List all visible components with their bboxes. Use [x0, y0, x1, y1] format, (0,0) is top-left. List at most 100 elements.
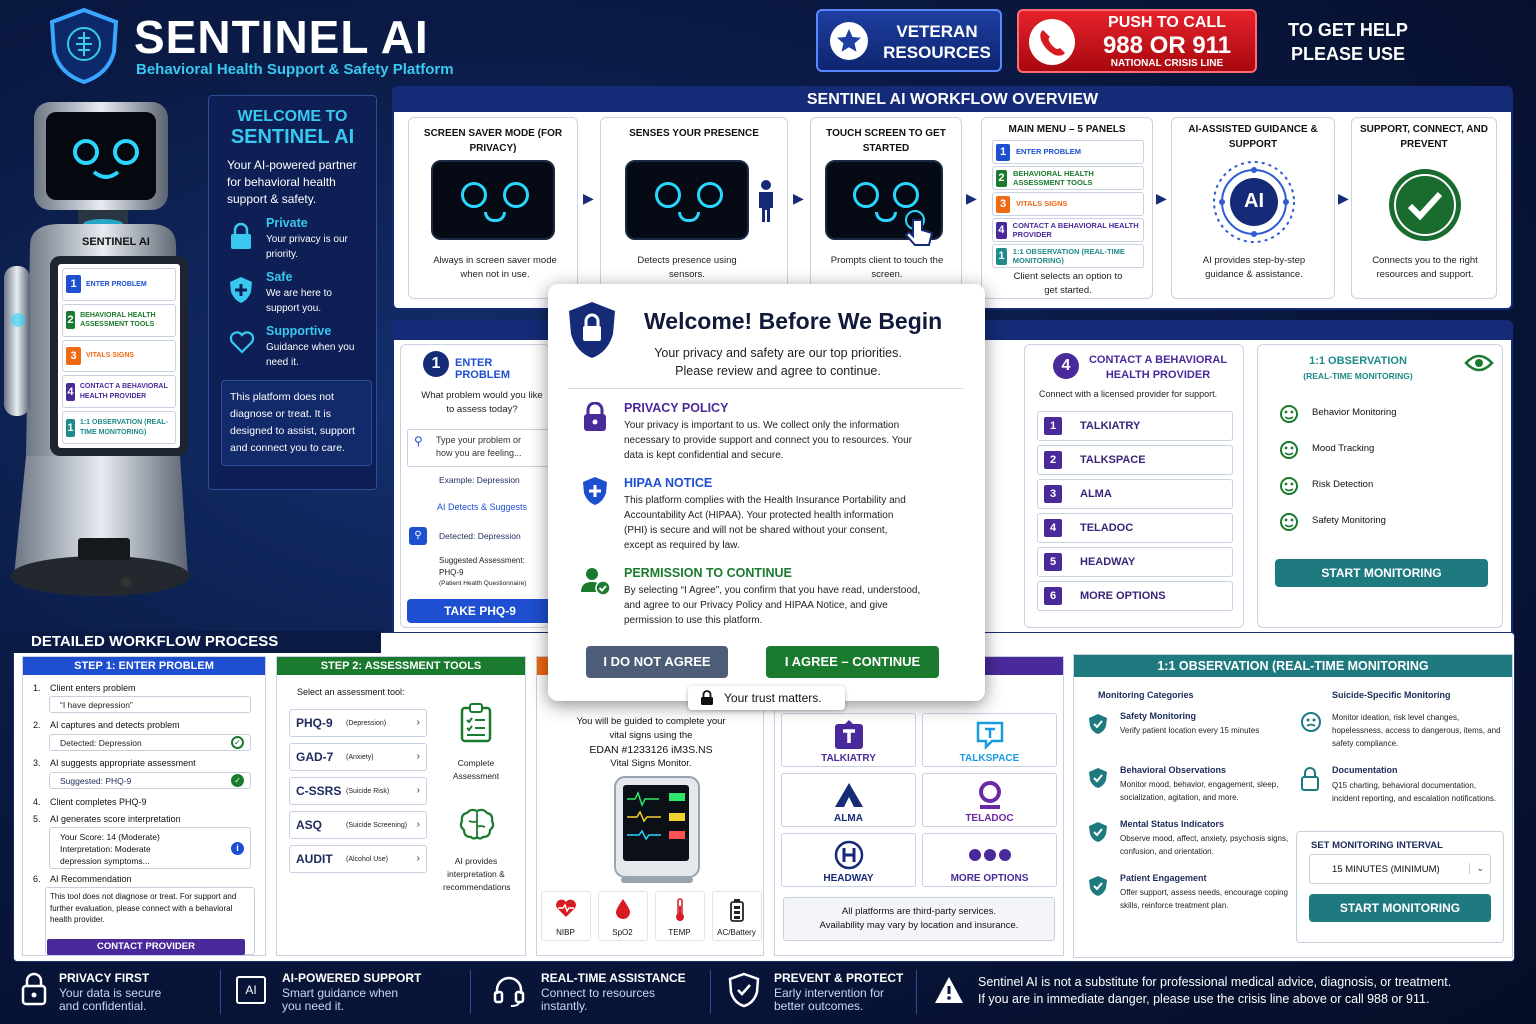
provider-tile-name: TALKSPACE — [959, 753, 1020, 764]
contact-provider-button[interactable]: CONTACT PROVIDER — [47, 939, 245, 955]
panel-contact-provider: 4 CONTACT A BEHAVIORAL HEALTH PROVIDER C… — [1024, 344, 1244, 628]
assessment-tool-item[interactable]: AUDIT(Alcohol Use)› — [289, 845, 427, 873]
headway-logo-icon — [782, 840, 915, 870]
modal-sub-1: Your privacy and safety are our top prio… — [654, 346, 902, 360]
crisis-call-button[interactable]: PUSH TO CALL 988 OR 911 NATIONAL CRISIS … — [1017, 9, 1257, 73]
menu-number: 1 — [996, 143, 1010, 161]
welcome-note: This platform does not diagnose or treat… — [221, 380, 372, 466]
step1-line1: Client enters problem — [50, 683, 136, 693]
category-text: Verify patient location every 15 minutes — [1120, 726, 1260, 735]
heart-pulse-icon — [542, 898, 590, 924]
step1-line6: AI Recommendation — [50, 874, 132, 884]
disclaimer-2: If you are in immediate danger, please u… — [978, 992, 1430, 1006]
interval-select[interactable]: 15 MINUTES (MINIMUM) ⌄ — [1309, 854, 1491, 884]
assessment-tool-item[interactable]: ASQ(Suicide Screening)› — [289, 811, 427, 839]
provider-tile-name: HEADWAY — [823, 873, 874, 884]
provider-tile[interactable]: TALKIATRY — [781, 713, 916, 767]
welcome-title-1: WELCOME TO — [237, 108, 348, 125]
footer-title-1: PRIVACY FIRST — [59, 971, 150, 985]
start-monitoring-button[interactable]: START MONITORING — [1275, 559, 1488, 587]
provider-tile[interactable]: ALMA — [781, 773, 916, 827]
step1-suggested-text: Suggested: PHQ-9 — [60, 776, 132, 786]
arrow-icon: ▶ — [1338, 190, 1349, 206]
agree-button[interactable]: I AGREE – CONTINUE — [766, 646, 939, 678]
provider-number: 4 — [1044, 519, 1062, 537]
panel-title: 1:1 OBSERVATION — [1309, 355, 1407, 367]
lock-doc-icon — [1300, 767, 1320, 791]
step-title: MAIN MENU – 5 PANELS — [1008, 124, 1126, 135]
step-num: 3. — [33, 758, 41, 768]
veteran-label-1: VETERAN — [896, 22, 978, 41]
observation-label: Mood Tracking — [1312, 443, 1375, 454]
step1-score-box: Your Score: 14 (Moderate) Interpretation… — [49, 827, 251, 869]
provider-tile[interactable]: MORE OPTIONS — [922, 833, 1057, 887]
vitals-line4: Vital Signs Monitor. — [610, 758, 692, 769]
step-num: 6. — [33, 874, 41, 884]
chevron-right-icon: › — [416, 853, 420, 864]
welcome-item-title: Supportive — [266, 324, 332, 338]
detected-label: Detected: Depression — [439, 531, 521, 541]
interval-value: 15 MINUTES (MINIMUM) — [1332, 864, 1440, 875]
step-title: SENSES YOUR PRESENCE — [629, 128, 759, 139]
assessment-tool-item[interactable]: C-SSRS(Suicide Risk)› — [289, 777, 427, 805]
complete-assessment-label: Complete Assessment — [452, 758, 500, 781]
disagree-button[interactable]: I DO NOT AGREE — [586, 646, 728, 678]
assessment-tool-item[interactable]: GAD-7(Anxiety)› — [289, 743, 427, 771]
screen-face-icon — [625, 160, 749, 240]
provider-tile[interactable]: TELADOC — [922, 773, 1057, 827]
problem-question: What problem would you like to assess to… — [421, 390, 543, 415]
trust-text: Your trust matters. — [724, 691, 822, 705]
detailed-title: DETAILED WORKFLOW PROCESS — [1, 631, 381, 653]
more-options-icon — [923, 840, 1056, 870]
permission-title: PERMISSION TO CONTINUE — [624, 566, 792, 580]
provider-tile[interactable]: HEADWAY — [781, 833, 916, 887]
suggested-tool: PHQ-9 — [439, 568, 464, 577]
problem-input[interactable]: ⚲ Type your problem or how you are feeli… — [407, 429, 549, 467]
panel-title-2: (REAL-TIME MONITORING) — [1303, 371, 1413, 381]
footer-text-2a: Smart guidance when — [282, 986, 399, 1000]
veteran-resources-button[interactable]: VETERAN RESOURCES — [816, 9, 1002, 72]
monitoring-categories-title: Monitoring Categories — [1098, 690, 1194, 700]
problem-example: Example: Depression — [439, 475, 520, 485]
provider-tile-name: MORE OPTIONS — [950, 873, 1029, 884]
call-label-3: NATIONAL CRISIS LINE — [1110, 58, 1224, 69]
step1-title: STEP 1: ENTER PROBLEM — [23, 657, 265, 675]
menu-label: VITALS SIGNS — [1016, 199, 1068, 209]
observation-label: Safety Monitoring — [1312, 515, 1386, 526]
assessment-tool-item[interactable]: PHQ-9(Depression)› — [289, 709, 427, 737]
provider-tile[interactable]: TALKSPACE — [922, 713, 1057, 767]
suggested-full: (Patient Health Questionnaire) — [439, 580, 527, 587]
step1-line3: AI suggests appropriate assessment — [50, 758, 196, 768]
workflow-step-touch: TOUCH SCREEN TO GET STARTED Prompts clie… — [810, 117, 962, 299]
provider-number: 2 — [1044, 451, 1062, 469]
start-monitoring-detail-button[interactable]: START MONITORING — [1309, 894, 1491, 922]
footer-divider — [916, 970, 917, 1014]
take-phq9-button[interactable]: TAKE PHQ-9 — [407, 599, 549, 623]
brain-icon — [459, 807, 495, 843]
vital-label: NIBP — [556, 928, 575, 937]
provider-number: 3 — [1044, 485, 1062, 503]
consent-modal: Welcome! Before We Begin Your privacy an… — [548, 284, 985, 701]
menu-number: 1 — [66, 418, 75, 437]
workflow-step-support: SUPPORT, CONNECT, AND PREVENT Connects y… — [1351, 117, 1497, 299]
brand-title: SENTINEL AI — [134, 11, 429, 63]
